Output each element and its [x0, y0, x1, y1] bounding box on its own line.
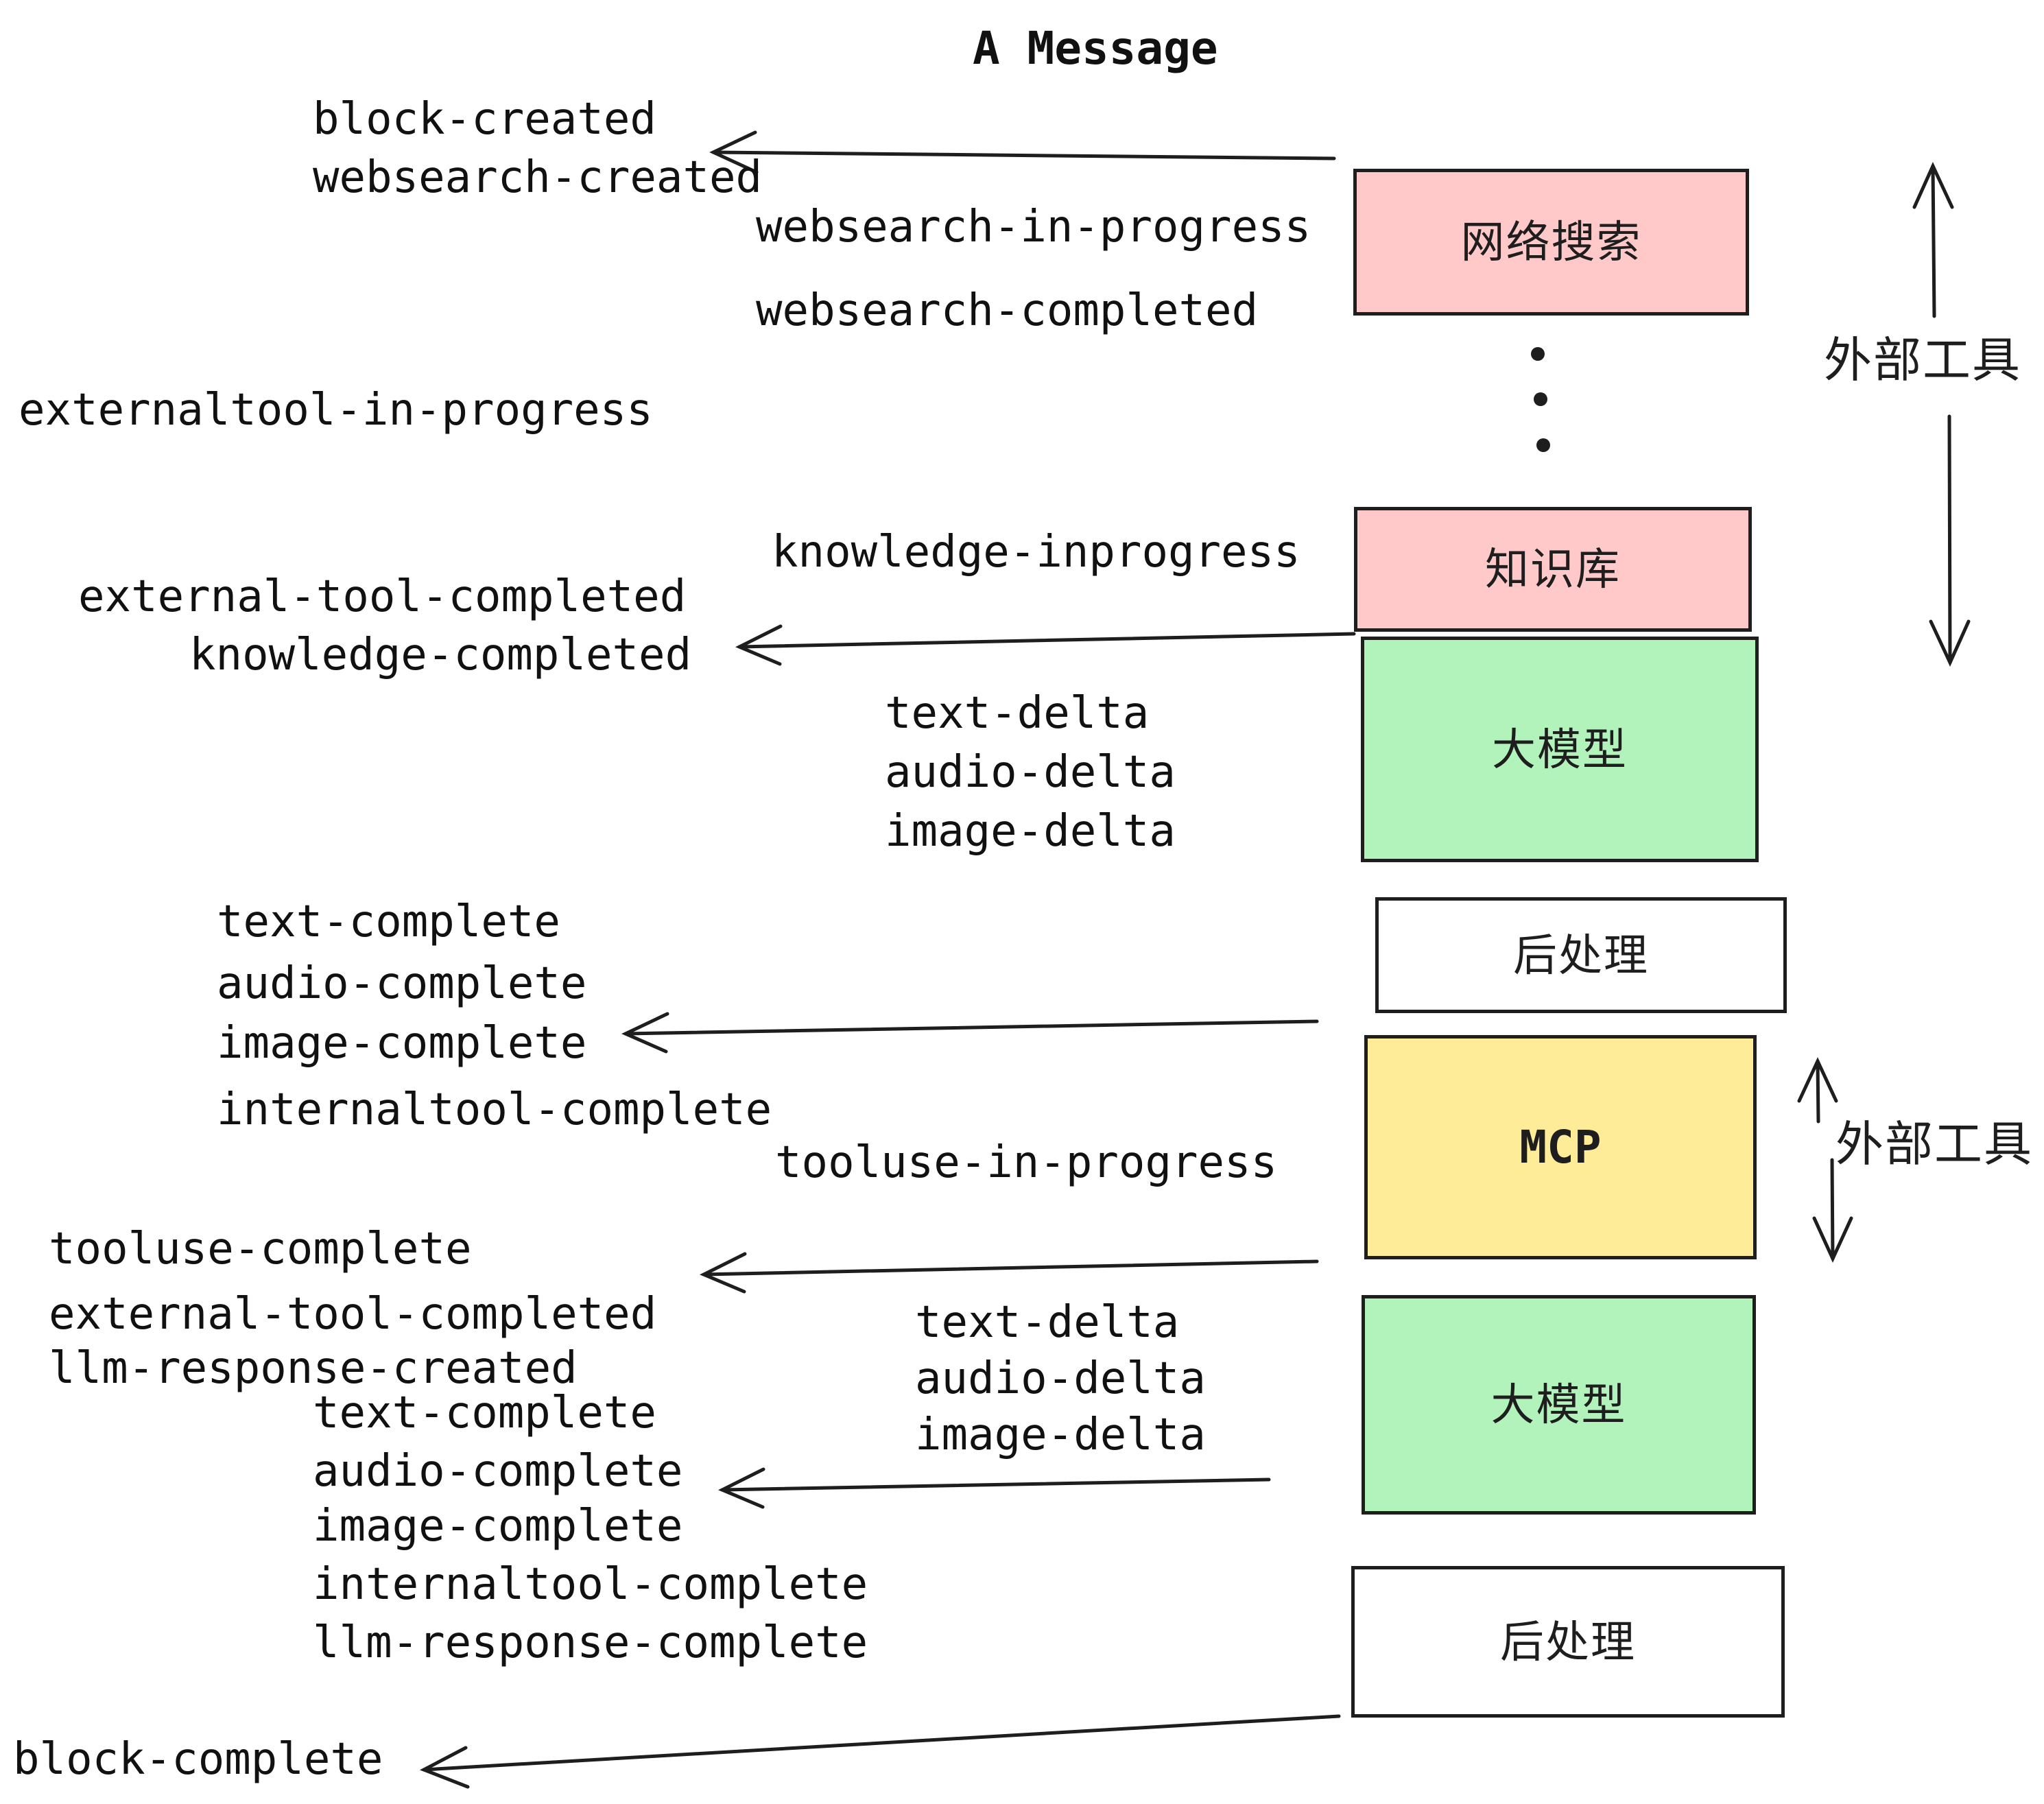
box-postprocess-2-label: 后处理: [1500, 1617, 1636, 1667]
box-mcp: MCP: [1364, 1035, 1757, 1259]
arrow-websearch-created: [709, 130, 1336, 174]
event-llm-response-created: llm-response-created: [49, 1343, 578, 1394]
continuation-dots: [1531, 347, 1550, 452]
box-knowledge: 知识库: [1354, 507, 1752, 632]
box-postprocess-1: 后处理: [1375, 897, 1787, 1013]
event-image-delta-2: image-delta: [915, 1410, 1206, 1460]
arrow-tooluse-complete: [700, 1252, 1319, 1294]
arrow-knowledge-completed: [735, 624, 1356, 666]
event-text-delta-1: text-delta: [885, 688, 1150, 739]
event-websearch-in-progress: websearch-in-progress: [756, 202, 1311, 252]
event-text-complete-2: text-complete: [313, 1388, 656, 1438]
event-block-created: block-created: [313, 94, 656, 145]
box-llm-1: 大模型: [1361, 637, 1759, 862]
box-llm-2: 大模型: [1362, 1295, 1756, 1515]
event-image-delta-1: image-delta: [885, 806, 1176, 857]
event-tooluse-in-progress: tooluse-in-progress: [775, 1137, 1278, 1188]
arrow-audio-complete: [718, 1467, 1271, 1509]
box-postprocess-1-label: 后处理: [1513, 930, 1649, 980]
event-text-delta-2: text-delta: [915, 1297, 1180, 1348]
box-postprocess-2: 后处理: [1351, 1566, 1785, 1718]
external-tool-label-bottom: 外部工具: [1835, 1117, 2033, 1171]
event-websearch-created: websearch-created: [313, 152, 763, 203]
event-knowledge-inprogress: knowledge-inprogress: [772, 527, 1300, 578]
event-audio-delta-2: audio-delta: [915, 1353, 1206, 1404]
page-title: A Message: [973, 22, 1218, 75]
event-audio-complete-1: audio-complete: [217, 958, 587, 1009]
box-llm-1-label: 大模型: [1492, 724, 1628, 774]
box-knowledge-label: 知识库: [1485, 545, 1621, 594]
event-block-complete: block-complete: [13, 1734, 383, 1785]
external-tool-label-top: 外部工具: [1824, 333, 2021, 387]
event-llm-response-complete: llm-response-complete: [313, 1617, 868, 1668]
event-audio-complete-2: audio-complete: [313, 1446, 683, 1497]
arrow-block-complete: [419, 1714, 1341, 1789]
box-websearch: 网络搜索: [1353, 169, 1749, 316]
event-image-complete-1: image-complete: [217, 1018, 587, 1069]
external-tool-arrow-top: [1912, 161, 1971, 667]
event-externaltool-in-progress: externaltool-in-progress: [19, 385, 653, 436]
event-audio-delta-1: audio-delta: [885, 747, 1176, 798]
event-text-complete-1: text-complete: [217, 897, 560, 947]
arrow-image-complete: [621, 1012, 1319, 1054]
event-image-complete-2: image-complete: [313, 1501, 683, 1552]
event-internaltool-complete-1: internaltool-complete: [217, 1084, 772, 1135]
external-tool-arrow-bottom: [1797, 1057, 1853, 1263]
box-mcp-label: MCP: [1519, 1120, 1602, 1174]
event-knowledge-completed: knowledge-completed: [189, 630, 692, 680]
event-external-tool-completed-2: external-tool-completed: [49, 1289, 657, 1340]
event-internaltool-complete-2: internaltool-complete: [313, 1559, 868, 1610]
event-external-tool-completed-1: external-tool-completed: [78, 571, 687, 622]
event-tooluse-complete: tooluse-complete: [49, 1224, 472, 1274]
box-websearch-label: 网络搜索: [1460, 217, 1642, 267]
box-llm-2-label: 大模型: [1490, 1380, 1627, 1429]
event-websearch-completed: websearch-completed: [756, 285, 1259, 336]
